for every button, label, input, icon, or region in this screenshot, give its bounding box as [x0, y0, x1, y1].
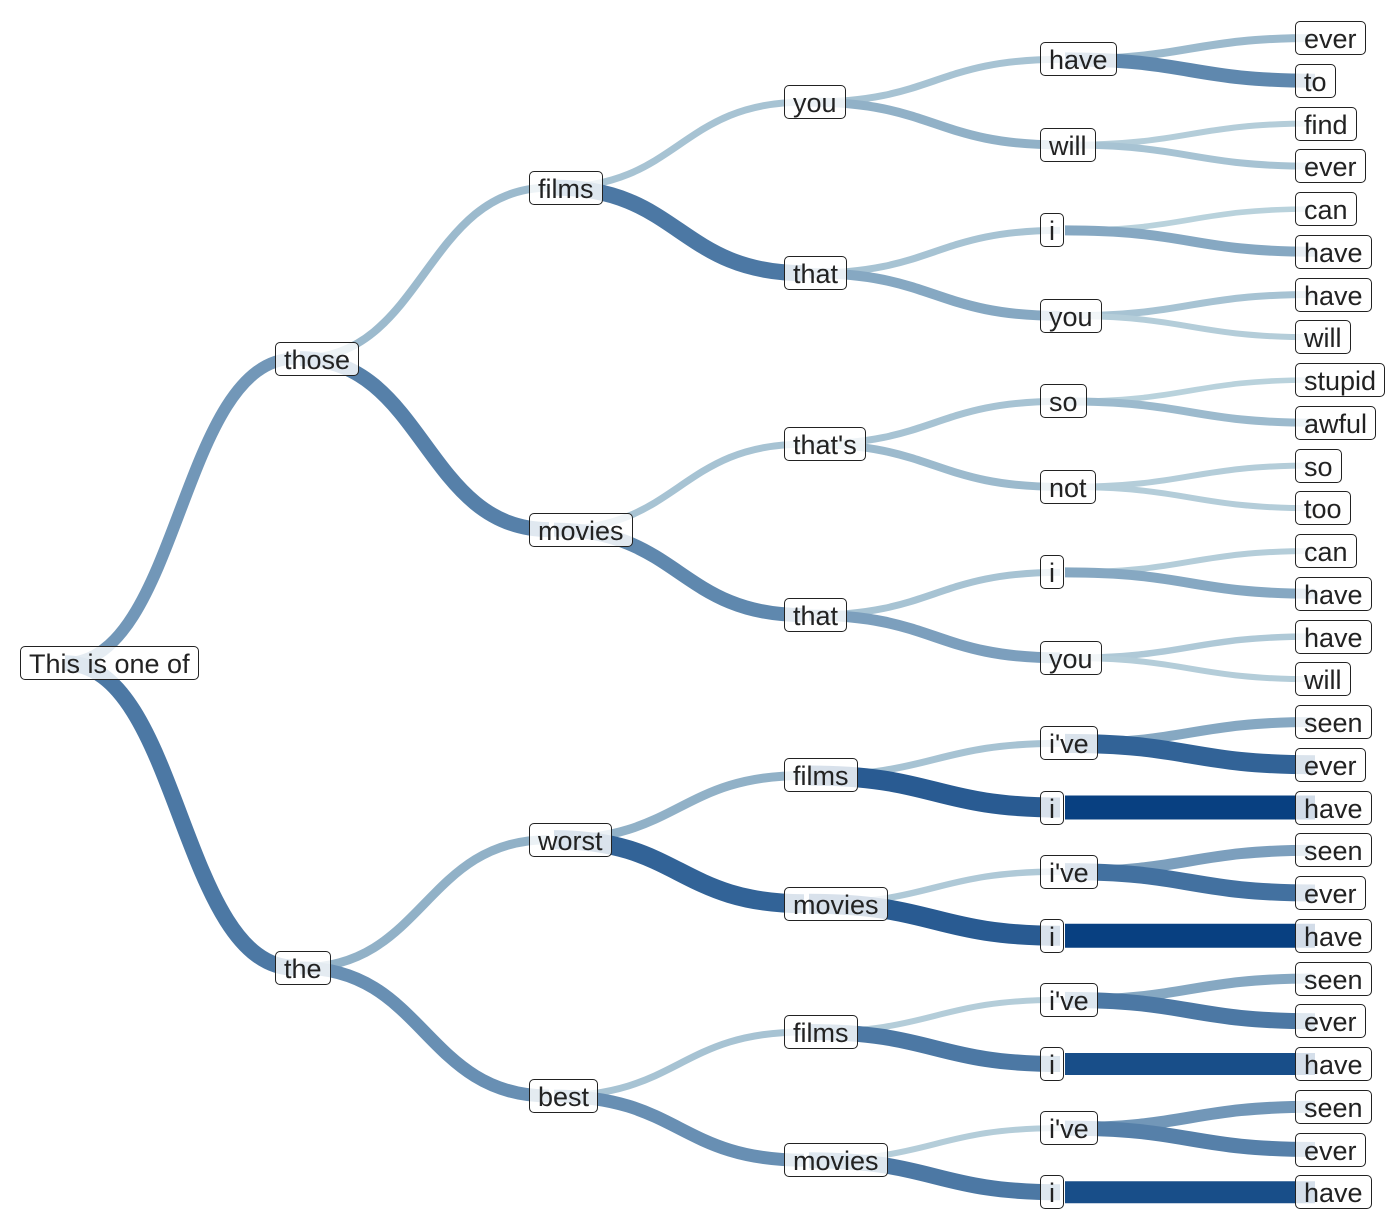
edge-will-to-ever: [1064, 141, 1316, 170]
edge-that-to-you: [808, 268, 1061, 321]
token-node: ever: [1295, 747, 1366, 782]
token-node: ever: [1295, 1132, 1366, 1167]
token-node: so: [1295, 448, 1342, 483]
token-node: will: [1295, 320, 1351, 355]
token-node: have: [1295, 790, 1372, 825]
edge-so-to-awful: [1064, 397, 1316, 427]
edge-you-to-will: [1064, 654, 1316, 683]
token-node: i've: [1040, 982, 1098, 1017]
token-node: i: [1040, 790, 1064, 825]
edge-i-to-have: [1064, 225, 1316, 257]
token-node: movies: [529, 512, 633, 547]
token-node: that's: [784, 427, 866, 462]
token-node: i: [1040, 213, 1064, 248]
edge-not-to-too: [1064, 483, 1316, 512]
token-node: seen: [1295, 1089, 1372, 1124]
token-node: seen: [1295, 833, 1372, 868]
token-node: stupid: [1295, 363, 1386, 397]
token-node: have: [1295, 576, 1372, 611]
token-node: to: [1295, 63, 1336, 98]
edge-that-to-you: [808, 609, 1061, 664]
token-node: seen: [1295, 705, 1372, 739]
token-node: ever: [1295, 1004, 1366, 1039]
edge-you-to-have: [808, 55, 1061, 106]
token-node: have: [1040, 42, 1117, 77]
edge-This-is-one-of-to-those: [64, 352, 296, 670]
token-node: best: [529, 1079, 599, 1114]
token-node: not: [1040, 469, 1096, 504]
token-node: find: [1295, 106, 1357, 141]
token-node: you: [784, 85, 846, 120]
edge-you-to-have: [1064, 291, 1316, 320]
token-node: i: [1040, 918, 1064, 953]
token-node: films: [784, 1014, 858, 1049]
token-node: so: [1040, 384, 1087, 419]
token-node: films: [784, 758, 858, 793]
token-node: worst: [529, 822, 612, 857]
token-node: awful: [1295, 405, 1377, 440]
token-node: that: [784, 598, 848, 633]
token-node: i: [1040, 1175, 1064, 1210]
edge-not-to-so: [1064, 462, 1316, 490]
token-node: that: [784, 256, 848, 291]
token-node: you: [1040, 640, 1102, 675]
token-node: ever: [1295, 876, 1366, 910]
token-node: i: [1040, 1047, 1064, 1081]
token-node: you: [1040, 298, 1102, 333]
token-node: films: [529, 170, 603, 205]
token-node: seen: [1295, 961, 1372, 996]
token-node: too: [1295, 491, 1351, 526]
token-node: i've: [1040, 726, 1098, 761]
token-node: i've: [1040, 854, 1098, 889]
token-node: have: [1295, 619, 1372, 654]
token-node: movies: [784, 1143, 888, 1178]
token-node: have: [1295, 234, 1372, 269]
token-node: can: [1295, 534, 1357, 568]
token-node: ever: [1295, 149, 1366, 184]
edge-those-to-films: [299, 183, 550, 363]
token-node: will: [1040, 127, 1096, 162]
edge-i-ve-to-ever: [1064, 733, 1316, 775]
token-node: movies: [784, 886, 888, 921]
token-node: the: [275, 950, 331, 985]
edge-i-ve-to-ever: [1064, 863, 1316, 902]
edge-i-ve-to-ever: [1064, 1120, 1316, 1157]
edge-you-to-will: [808, 97, 1061, 150]
edge-the-to-worst: [299, 835, 550, 973]
token-node: will: [1295, 662, 1351, 697]
edge-the-to-best: [299, 961, 550, 1103]
token-node: can: [1295, 192, 1357, 226]
token-node: have: [1295, 1175, 1372, 1210]
token-node: ever: [1295, 21, 1366, 55]
edge-you-to-have: [1064, 633, 1316, 662]
token-node: have: [1295, 277, 1372, 312]
edge-i-to-have: [1064, 567, 1316, 599]
token-node: i've: [1040, 1111, 1098, 1146]
token-node: i: [1040, 555, 1064, 590]
edge-those-to-movies: [299, 351, 550, 538]
token-node: those: [275, 341, 360, 376]
token-node: have: [1295, 918, 1372, 953]
edge-i-ve-to-ever: [1064, 991, 1316, 1030]
token-node: have: [1295, 1047, 1372, 1081]
edge-This-is-one-of-to-the: [64, 655, 296, 976]
root-node: This is one of: [20, 646, 199, 681]
edge-you-to-will: [1064, 312, 1316, 341]
edge-will-to-find: [1064, 120, 1316, 148]
